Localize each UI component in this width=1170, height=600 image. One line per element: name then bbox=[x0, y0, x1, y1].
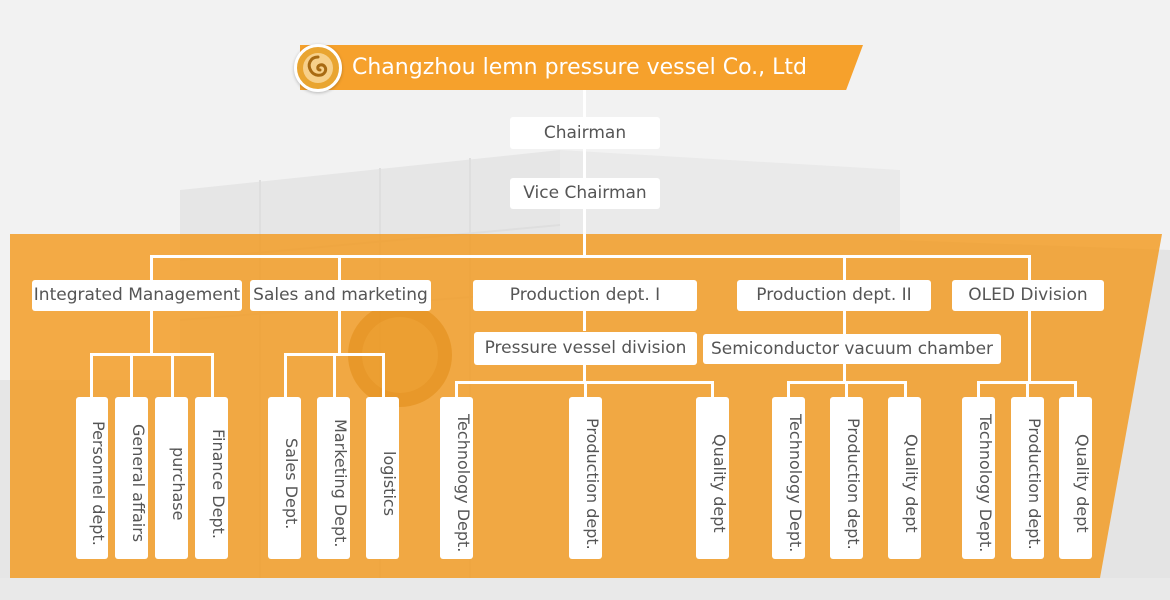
connector-line bbox=[977, 381, 980, 398]
connector-line bbox=[583, 365, 586, 383]
connector-line bbox=[284, 353, 287, 398]
unit-purchase: purchase bbox=[155, 397, 188, 559]
unit-quality-dept: Quality dept bbox=[696, 397, 729, 559]
connector-line bbox=[171, 353, 174, 398]
connector-line bbox=[1028, 311, 1031, 383]
lemn-logo-icon bbox=[294, 44, 342, 92]
dept-production-2: Production dept. II bbox=[737, 280, 931, 311]
connector-line bbox=[904, 381, 907, 398]
unit-production-dept: Production dept. bbox=[830, 397, 863, 559]
connector-line bbox=[338, 255, 341, 281]
connector-line bbox=[90, 353, 93, 398]
dept-sales-marketing: Sales and marketing bbox=[250, 280, 431, 311]
connector-line bbox=[455, 381, 458, 398]
unit-technology-dept: Technology Dept. bbox=[962, 397, 995, 559]
company-name: Changzhou lemn pressure vessel Co., Ltd bbox=[352, 55, 807, 80]
connector-line bbox=[150, 311, 153, 355]
dept-production-1: Production dept. I bbox=[473, 280, 697, 311]
division-semiconductor-vacuum-chamber: Semiconductor vacuum chamber bbox=[703, 334, 1001, 364]
vice-chairman-box: Vice Chairman bbox=[510, 178, 660, 209]
unit-finance-dept: Finance Dept. bbox=[195, 397, 228, 559]
dept-integrated-management: Integrated Management bbox=[32, 280, 242, 311]
connector-line bbox=[382, 353, 385, 398]
dept-oled-division: OLED Division bbox=[952, 280, 1104, 311]
unit-production-dept: Production dept. bbox=[569, 397, 602, 559]
connector-line bbox=[338, 311, 341, 355]
unit-sales-dept: Sales Dept. bbox=[268, 397, 301, 559]
chairman-box: Chairman bbox=[510, 117, 660, 149]
connector-line bbox=[1026, 381, 1029, 398]
unit-marketing-dept: Marketing Dept. bbox=[317, 397, 350, 559]
unit-technology-dept: Technology Dept. bbox=[772, 397, 805, 559]
connector-line bbox=[1028, 255, 1031, 281]
connector-line bbox=[583, 311, 586, 331]
unit-production-dept: Production dept. bbox=[1011, 397, 1044, 559]
connector-line bbox=[843, 255, 846, 281]
connector-line bbox=[843, 364, 846, 383]
connector-line bbox=[711, 381, 714, 398]
connector-line bbox=[583, 149, 586, 179]
company-banner: Changzhou lemn pressure vessel Co., Ltd bbox=[300, 45, 863, 90]
connector-line bbox=[1074, 381, 1077, 398]
connector-line bbox=[583, 90, 586, 118]
unit-general-affairs: General affairs bbox=[115, 397, 148, 559]
connector-line bbox=[150, 255, 1031, 258]
connector-line bbox=[843, 311, 846, 334]
unit-personnel-dept: Personnel dept. bbox=[76, 397, 108, 559]
connector-line bbox=[130, 353, 133, 398]
division-pressure-vessel: Pressure vessel division bbox=[474, 332, 697, 365]
connector-line bbox=[845, 381, 848, 398]
connector-line bbox=[584, 381, 587, 398]
unit-quality-dept: Quality dept bbox=[888, 397, 921, 559]
connector-line bbox=[90, 353, 214, 356]
unit-logistics: logistics bbox=[366, 397, 399, 559]
connector-line bbox=[333, 353, 336, 398]
connector-line bbox=[211, 353, 214, 398]
connector-line bbox=[150, 255, 153, 281]
connector-line bbox=[583, 209, 586, 257]
unit-quality-dept: Quality dept bbox=[1059, 397, 1092, 559]
unit-technology-dept: Technology Dept. bbox=[440, 397, 473, 559]
connector-line bbox=[787, 381, 790, 398]
